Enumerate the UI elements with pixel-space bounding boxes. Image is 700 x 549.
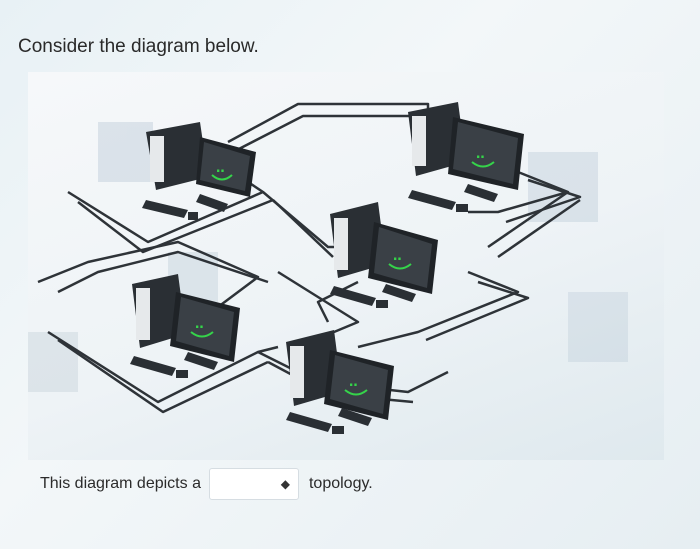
network-cables	[37, 102, 582, 414]
computer-1: ‥	[142, 122, 256, 220]
answer-suffix: topology.	[308, 475, 373, 492]
svg-text:‥: ‥	[349, 375, 358, 390]
svg-text:‥: ‥	[476, 147, 485, 162]
question-title: Consider the diagram below.	[18, 36, 259, 57]
svg-text:‥: ‥	[216, 161, 225, 176]
computer-5: ‥	[286, 330, 394, 434]
network-diagram: ‥ ‥ ‥	[28, 72, 664, 460]
computer-2: ‥	[408, 102, 524, 212]
answer-prefix: This diagram depicts a	[40, 475, 201, 492]
background-computers	[28, 122, 628, 392]
up-down-arrow-icon: ◆	[280, 477, 290, 491]
network-diagram-svg: ‥ ‥ ‥	[28, 102, 628, 434]
topology-select[interactable]: ◆	[208, 468, 299, 500]
svg-text:‥: ‥	[393, 249, 402, 264]
computer-3: ‥	[330, 202, 438, 308]
computer-4: ‥	[130, 274, 240, 378]
svg-text:‥: ‥	[195, 317, 204, 332]
answer-row: This diagram depicts a ◆ topology.	[40, 462, 660, 506]
